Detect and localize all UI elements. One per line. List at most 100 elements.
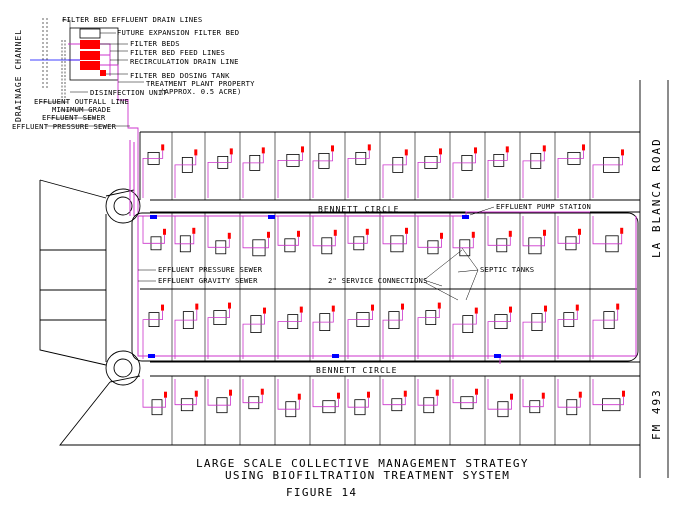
future-expansion-bed	[79, 28, 101, 39]
septic-tank	[616, 303, 620, 310]
septic-tank	[508, 230, 512, 237]
service-line	[417, 154, 441, 198]
service-line	[557, 216, 580, 244]
figure-number: FIGURE 14	[286, 486, 357, 499]
label-effluent-outfall-line: EFFLUENT OUTFALL LINE	[34, 97, 129, 106]
septic-tank	[260, 388, 264, 395]
label-effluent-gravity-sewer: EFFLUENT GRAVITY SEWER	[158, 276, 258, 285]
septic-tank	[297, 230, 300, 237]
service-line	[347, 379, 369, 408]
service-line	[592, 379, 624, 406]
service-line	[277, 216, 299, 246]
septic-tank	[575, 304, 579, 311]
service-line	[522, 216, 545, 247]
service-line	[142, 379, 166, 408]
service-line	[382, 155, 407, 198]
septic-tank	[267, 231, 270, 238]
service-line	[522, 151, 545, 198]
label-septic-tanks: SEPTIC TANKS	[480, 265, 534, 274]
service-line	[347, 216, 368, 244]
septic-tank	[622, 390, 625, 397]
service-line	[452, 216, 474, 249]
service-line	[417, 379, 438, 406]
service-line	[557, 310, 578, 359]
septic-tank	[435, 389, 439, 396]
service-line	[174, 155, 197, 198]
label-bennett-circle-top: BENNETT CIRCLE	[318, 205, 399, 214]
service-line	[522, 379, 544, 408]
service-line	[592, 216, 623, 245]
recirculation-tank	[80, 61, 100, 70]
label-treatment-plant-property: TREATMENT PLANT PROPERTY	[146, 79, 255, 88]
service-line	[242, 153, 264, 198]
road-network	[39, 80, 669, 478]
septic-tank	[367, 144, 371, 151]
service-line	[277, 312, 302, 359]
label-effluent-pressure-sewer-top: EFFLUENT PRESSURE SEWER	[12, 122, 117, 131]
main-sewers	[129, 140, 637, 364]
service-line	[382, 309, 403, 359]
label-filter-beds: FILTER BEDS	[130, 39, 180, 48]
label-filter-bed-feed-lines: FILTER BED FEED LINES	[130, 48, 225, 57]
service-line	[347, 150, 370, 198]
septic-tank	[194, 390, 198, 397]
label-filter-bed-dosing-tank: FILTER BED DOSING TANK	[130, 71, 230, 80]
service-line	[142, 310, 163, 359]
label-filter-bed-effluent-drain-lines: FILTER BED EFFLUENT DRAIN LINES	[62, 15, 202, 24]
label-future-expansion: FUTURE EXPANSION FILTER BED	[117, 28, 239, 37]
service-line	[417, 308, 440, 359]
septic-tank	[367, 391, 370, 398]
septic-tank	[403, 390, 407, 397]
septic-tank	[404, 149, 408, 156]
label-service-connections: 2" SERVICE CONNECTIONS	[328, 276, 428, 285]
label-recirculation-drain-line: RECIRCULATION DRAIN LINE	[130, 57, 239, 66]
septic-tank	[544, 305, 547, 312]
septic-tank	[194, 149, 198, 156]
service-line	[382, 379, 406, 406]
septic-tank	[297, 393, 301, 400]
leader-septic-tanks	[457, 247, 479, 301]
service-line	[312, 311, 334, 359]
septic-tank	[228, 302, 231, 309]
leader-pump-station	[469, 206, 495, 216]
septic-tank	[543, 229, 546, 236]
service-connections	[142, 150, 624, 410]
label-effluent-pump-station: EFFLUENT PUMP STATION	[496, 202, 591, 211]
treatment-plant	[30, 18, 144, 215]
label-treatment-plant-area: (APPROX. 0.5 ACRE)	[160, 87, 242, 96]
septic-tank	[505, 146, 509, 153]
septic-tank	[510, 393, 513, 400]
septic-tank	[578, 228, 581, 235]
caption-line2: USING BIOFILTRATION TREATMENT SYSTEM	[225, 469, 510, 482]
dosing-tank	[100, 70, 106, 76]
septic-tank	[365, 228, 369, 235]
service-line	[347, 310, 373, 359]
septic-tank	[229, 389, 232, 396]
septic-tank	[621, 149, 624, 156]
service-line	[592, 309, 619, 359]
service-line	[487, 216, 511, 246]
septic-tank	[474, 147, 477, 154]
septic-tank	[471, 231, 475, 238]
lot-lines	[171, 132, 591, 445]
service-line	[207, 216, 230, 248]
septic-tank	[439, 148, 442, 155]
service-line	[487, 312, 511, 359]
service-line	[452, 313, 477, 359]
septic-tank	[331, 305, 335, 312]
septic-tank	[371, 304, 374, 311]
service-line	[142, 150, 164, 198]
septic-tank	[541, 392, 545, 399]
septic-tank	[440, 232, 443, 239]
filter-bed	[80, 51, 100, 60]
septic-tank	[620, 227, 624, 234]
septic-tank	[164, 391, 167, 398]
label-fm-493: FM 493	[650, 388, 663, 440]
service-line	[312, 379, 339, 408]
service-line	[382, 216, 407, 245]
service-line	[277, 152, 303, 198]
service-line	[417, 216, 442, 248]
septic-tank	[509, 306, 512, 313]
septic-tank	[333, 229, 337, 236]
